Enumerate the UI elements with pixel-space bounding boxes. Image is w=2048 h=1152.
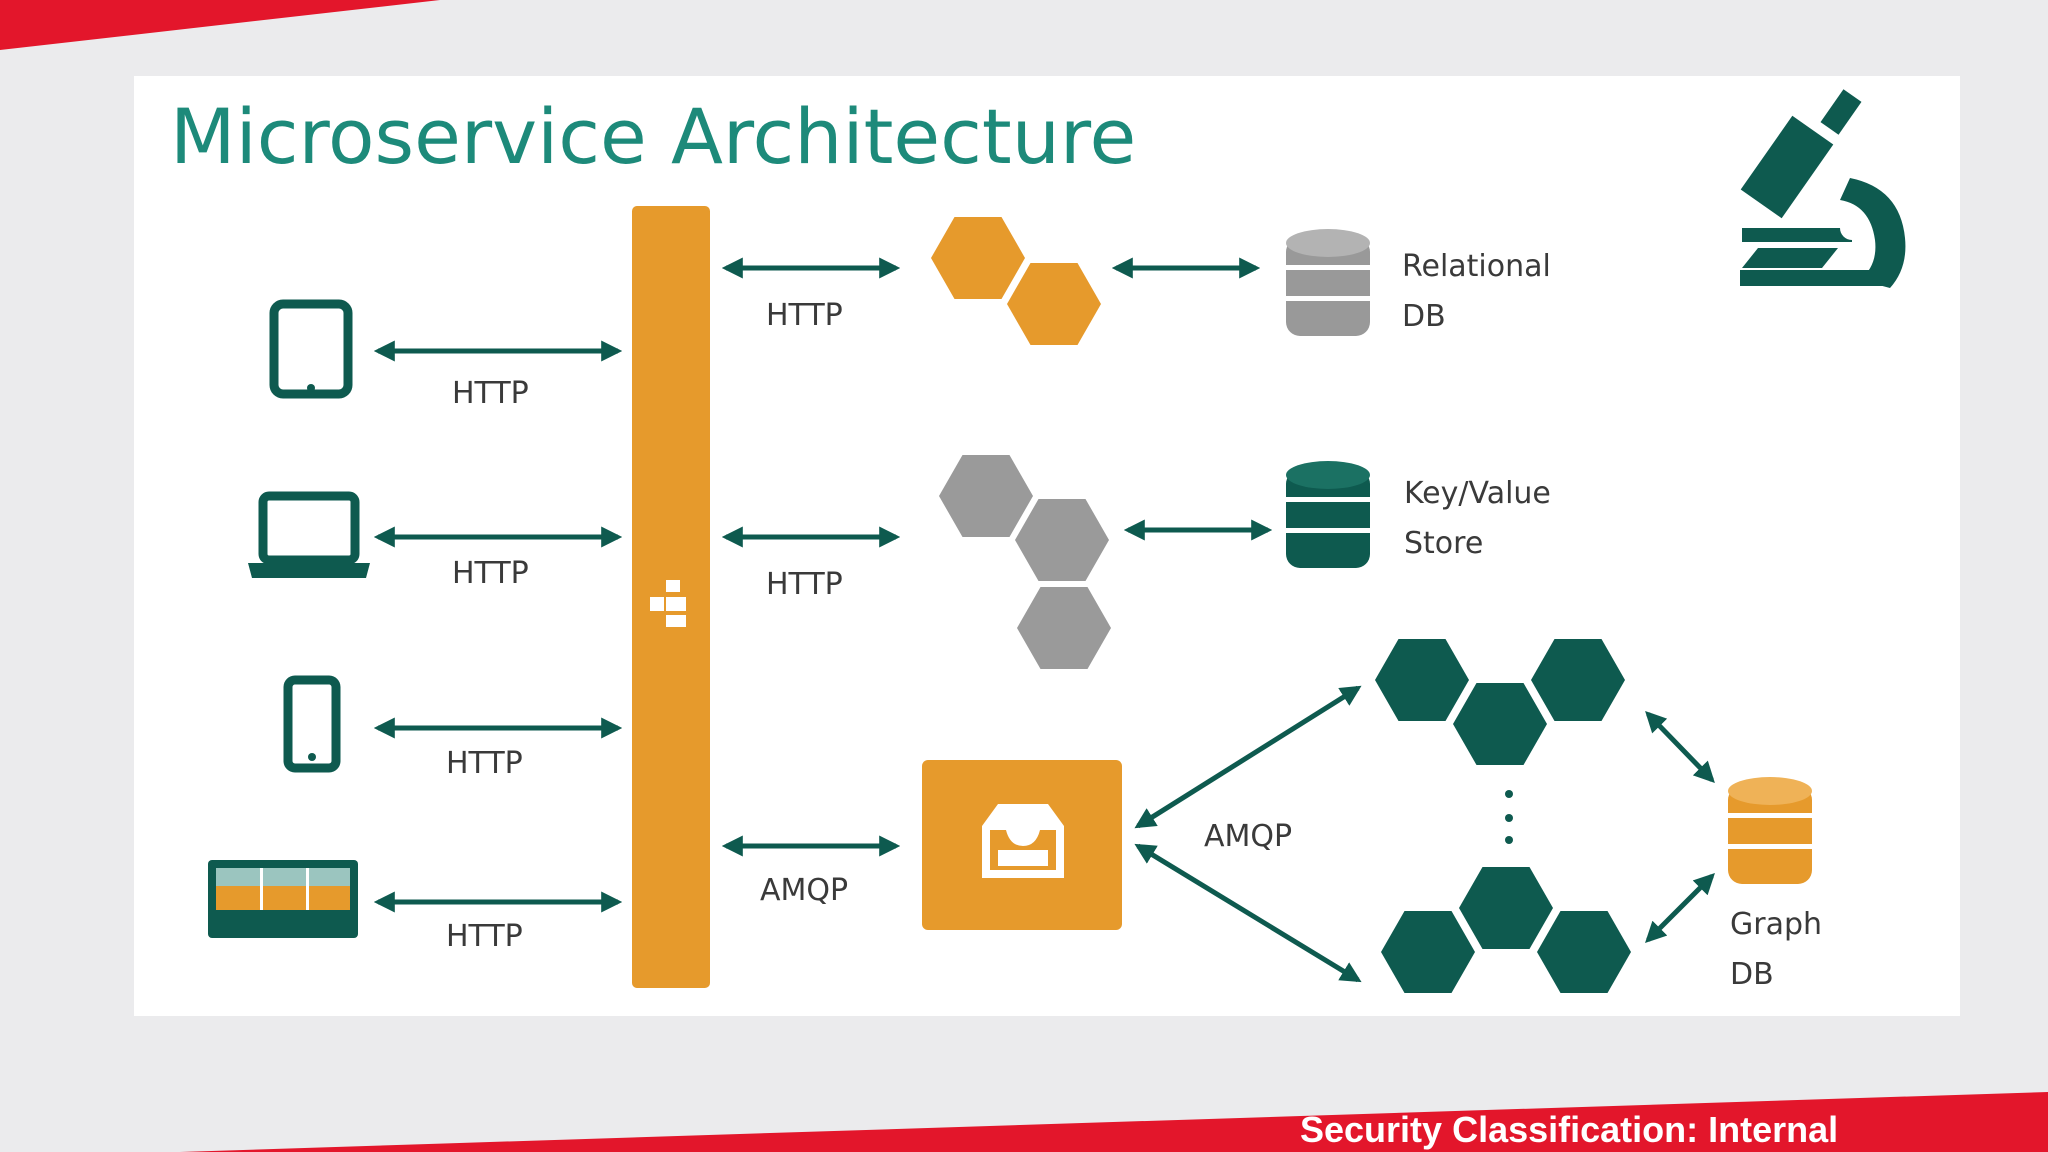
tablet-icon <box>269 299 353 399</box>
laptop-icon <box>248 491 370 578</box>
keyvalue-store-label: Store <box>1404 526 1483 561</box>
client-protocol-label: HTTP <box>446 919 523 954</box>
page-title: Microservice Architecture <box>170 92 1136 181</box>
queue-protocol-label: AMQP <box>1204 819 1292 854</box>
ellipsis-icon <box>1505 790 1513 844</box>
bottom-red-accent <box>180 1092 2048 1152</box>
graph-db-icon <box>1728 777 1812 884</box>
security-classification-footer: Security Classification: Internal <box>1300 1109 1838 1150</box>
queue-arrow-bottom <box>1134 843 1362 983</box>
service-protocol-label: HTTP <box>766 567 843 602</box>
top-red-accent <box>0 0 440 50</box>
iot-device-icon <box>208 860 358 938</box>
graph-arrow-top <box>1645 710 1715 784</box>
microscope-icon <box>1740 89 1906 288</box>
network-hierarchy-icon <box>650 580 686 627</box>
inbox-icon <box>982 804 1064 878</box>
relational-db-label: DB <box>1402 299 1446 334</box>
keyvalue-store-icon <box>1286 461 1370 568</box>
graph-db-label: Graph <box>1730 907 1822 942</box>
relational-db-label: Relational <box>1402 249 1551 284</box>
graph-db-label: DB <box>1730 957 1774 992</box>
service-protocol-label: AMQP <box>760 873 848 908</box>
keyvalue-store-label: Key/Value <box>1404 476 1551 511</box>
client-protocol-label: HTTP <box>446 746 523 781</box>
queue-arrow-top <box>1134 685 1362 829</box>
service-protocol-label: HTTP <box>766 298 843 333</box>
client-protocol-label: HTTP <box>452 556 529 591</box>
graph-arrow-bottom <box>1645 873 1715 943</box>
relational-db-icon <box>1286 229 1370 336</box>
client-protocol-label: HTTP <box>452 376 529 411</box>
phone-icon <box>283 675 341 773</box>
